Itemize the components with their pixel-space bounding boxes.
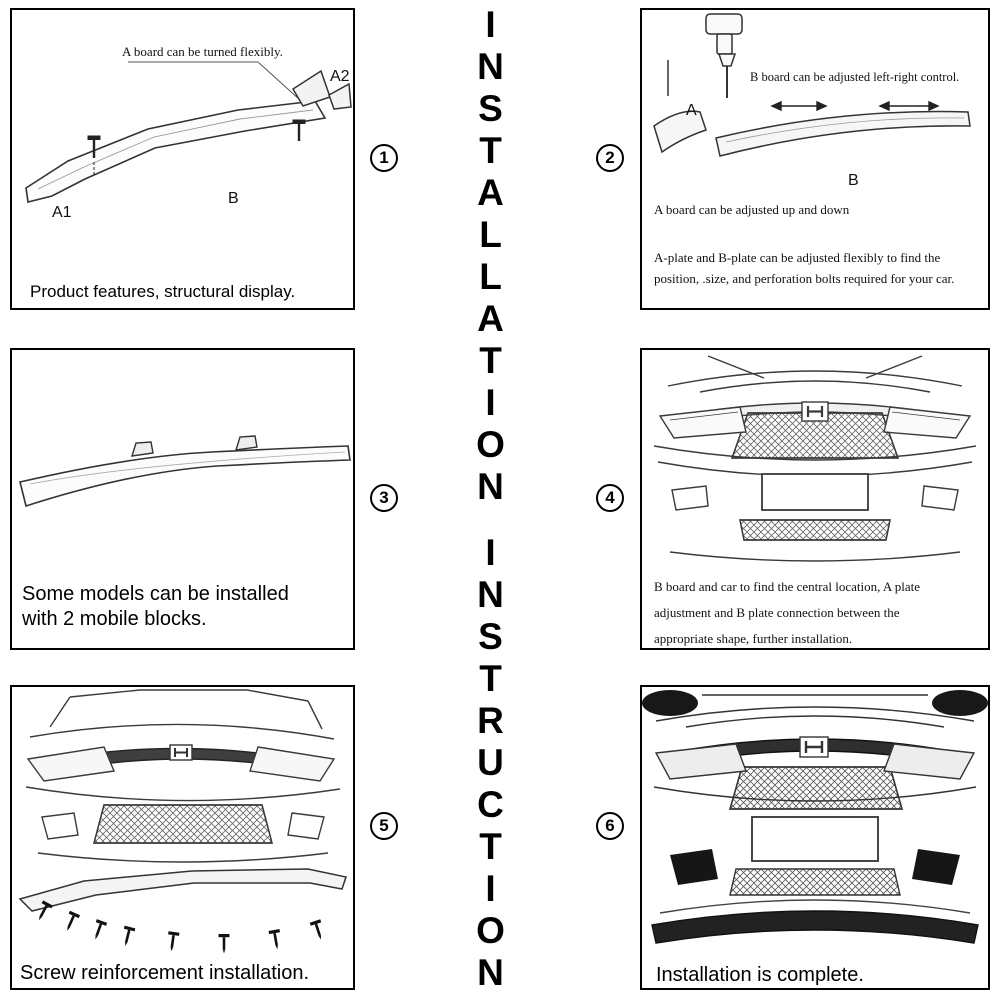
headlight-right xyxy=(249,746,336,782)
lower-intake xyxy=(729,868,901,896)
headlight-right xyxy=(883,743,976,780)
mirror-left xyxy=(642,690,698,716)
label-b: B xyxy=(848,172,859,189)
panel-1-caption: Product features, structural display. xyxy=(30,282,296,301)
license-plate xyxy=(751,816,879,862)
label-a: A xyxy=(686,102,697,119)
caption-line: appropriate shape, further installation. xyxy=(654,631,853,646)
splitter-structure-drawing xyxy=(25,61,352,203)
annotation-a-updown: A board can be adjusted up and down xyxy=(654,202,850,217)
panel-step-1: A board can be turned flexibly. A2 A1 B … xyxy=(10,8,355,310)
fog-left xyxy=(670,849,718,885)
fin-a2-left xyxy=(291,69,331,107)
mobile-blocks-drawing xyxy=(19,435,351,508)
fog-right xyxy=(921,485,959,511)
label-a2: A2 xyxy=(330,68,350,85)
a-plate xyxy=(653,110,707,154)
license-plate xyxy=(761,473,869,511)
fin-a2-right xyxy=(328,82,352,110)
mobile-block xyxy=(235,435,258,451)
annotation-a-board: A board can be turned flexibly. xyxy=(122,44,283,59)
panel-step-6: Installation is complete. xyxy=(640,685,990,990)
page-title: INSTALLATION INSTRUCTION xyxy=(470,4,511,1000)
panel-4-caption: B board and car to find the central loca… xyxy=(654,574,921,648)
step-5-badge: 5 xyxy=(370,812,398,840)
car-front-drawing xyxy=(25,689,341,863)
fog-right xyxy=(912,849,960,885)
step-4-badge: 4 xyxy=(596,484,624,512)
install-complete-drawing xyxy=(642,690,988,944)
step-3-badge: 3 xyxy=(370,484,398,512)
mobile-block xyxy=(131,441,154,457)
screws-row xyxy=(33,900,327,954)
panel-step-4: B board and car to find the central loca… xyxy=(640,348,990,650)
b-board xyxy=(19,445,351,508)
splitter-lip-drawing xyxy=(18,868,347,912)
step-2-badge: 2 xyxy=(596,144,624,172)
screw-icon xyxy=(87,135,101,176)
screw-install-drawing xyxy=(18,689,347,954)
fog-right xyxy=(287,812,325,840)
headlight-left xyxy=(654,743,747,780)
b-plate xyxy=(715,110,971,157)
headlight-left xyxy=(26,746,115,782)
label-a1: A1 xyxy=(52,204,72,221)
screw-icon xyxy=(292,119,306,141)
drill-icon xyxy=(705,13,743,98)
left-right-arrows xyxy=(770,100,940,112)
panel-step-5: Screw reinforcement installation. xyxy=(10,685,355,990)
panel-step-2: B board can be adjusted left-right contr… xyxy=(640,8,990,310)
panel-3-caption: Some models can be installed with 2 mobi… xyxy=(22,583,289,630)
panel-5-caption: Screw reinforcement installation. xyxy=(20,962,310,984)
title-word-instruction: INSTRUCTION xyxy=(470,532,511,994)
car-front-drawing xyxy=(653,355,977,562)
installed-lip xyxy=(651,910,979,944)
panel-6-caption: Installation is complete. xyxy=(656,964,864,986)
step-6-badge: 6 xyxy=(596,812,624,840)
lower-intake xyxy=(93,804,273,844)
headlight-left xyxy=(658,406,747,439)
mirror-right xyxy=(932,690,988,716)
panel-2-caption: A-plate and B-plate can be adjusted flex… xyxy=(654,250,955,286)
adjustment-drawing xyxy=(653,13,971,157)
step-1-badge: 1 xyxy=(370,144,398,172)
lip-body xyxy=(25,100,327,203)
caption-line: B board and car to find the central loca… xyxy=(654,579,921,594)
headlight-right xyxy=(883,406,972,439)
lower-intake xyxy=(739,519,891,541)
car-front-complete-drawing xyxy=(642,690,988,944)
fog-left xyxy=(41,812,79,840)
panel-step-3: Some models can be installed with 2 mobi… xyxy=(10,348,355,650)
label-b: B xyxy=(228,190,239,207)
fog-left xyxy=(671,485,709,511)
annotation-b-board: B board can be adjusted left-right contr… xyxy=(750,70,960,84)
grille-mesh xyxy=(729,766,903,810)
title-word-installation: INSTALLATION xyxy=(470,4,511,508)
caption-line: adjustment and B plate connection betwee… xyxy=(654,605,900,620)
